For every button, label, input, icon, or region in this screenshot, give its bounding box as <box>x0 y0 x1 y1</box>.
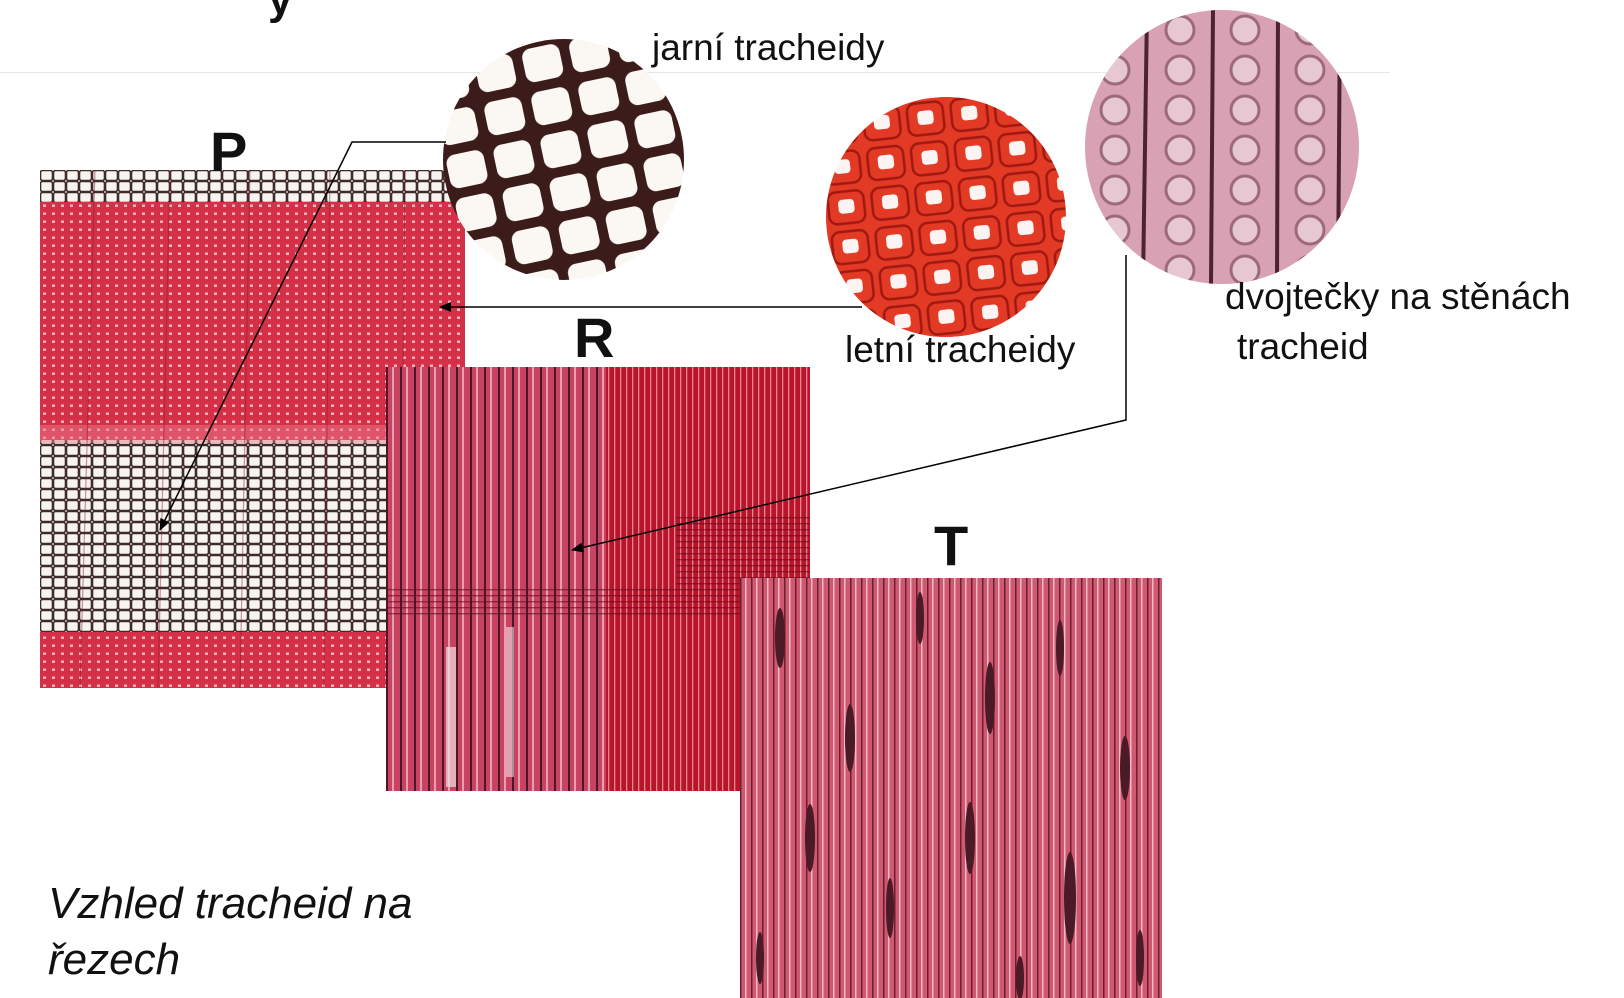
arrow-earlywood <box>160 142 446 530</box>
section-letter-t: T <box>934 518 968 574</box>
caption-line-1: Vzhled tracheid na <box>48 876 412 932</box>
arrow-pits <box>572 255 1126 550</box>
label-bordered-pits-line1: dvojtečky na stěnách <box>1225 276 1571 319</box>
caption: Vzhled tracheid na řezech <box>48 876 412 988</box>
caption-line-2: řezech <box>48 932 412 988</box>
label-earlywood-tracheids: jarní tracheidy <box>652 27 884 70</box>
section-letter-r: R <box>574 310 614 366</box>
section-letter-p: P <box>210 124 247 180</box>
label-bordered-pits-line2: tracheid <box>1237 326 1369 369</box>
label-latewood-tracheids: letní tracheidy <box>845 329 1075 372</box>
